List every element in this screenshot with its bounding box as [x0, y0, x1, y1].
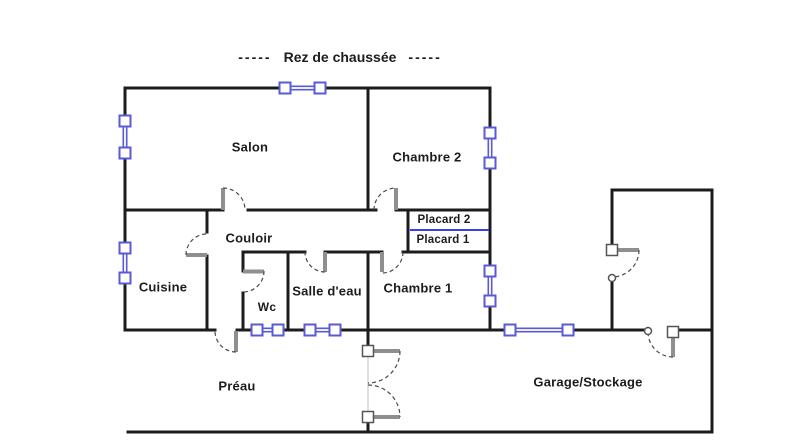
double-door-preau-garage [361, 344, 401, 424]
room-label-garage: Garage/Stockage [533, 374, 643, 390]
window-wc-bottom [250, 323, 285, 337]
door-chambre2 [373, 187, 398, 211]
room-label-salon: Salon [231, 139, 269, 155]
window-garage-top [503, 323, 575, 337]
door-salon [221, 187, 246, 211]
window-salon-top [278, 81, 327, 95]
window-salle-deau-bottom [303, 323, 342, 337]
title-text: Rez de chaussée [283, 49, 397, 65]
floorplan-title: ----- Rez de chaussée ----- [238, 49, 441, 65]
door-preau [214, 330, 238, 353]
room-label-placard1: Placard 1 [416, 234, 470, 246]
title-dash-right: ----- [408, 49, 442, 65]
room-label-wc: Wc [257, 300, 277, 314]
room-label-chambre1: Chambre 1 [383, 280, 453, 296]
door-garage [643, 325, 680, 358]
window-salon-left [118, 114, 132, 160]
window-chambre1-right [483, 264, 497, 308]
room-label-cuisine: Cuisine [138, 279, 188, 295]
door-chambre1 [380, 251, 404, 274]
room-label-chambre2: Chambre 2 [392, 149, 462, 165]
room-label-preau: Préau [218, 378, 256, 394]
door-cuisine [185, 233, 208, 257]
door-wc [242, 269, 265, 293]
room-label-couloir: Couloir [225, 230, 273, 246]
room-label-placard2: Placard 2 [417, 214, 471, 226]
window-chambre2-right [483, 126, 497, 170]
room-label-salle-deau: Salle d'eau [292, 283, 362, 299]
window-cuisine-left [118, 241, 132, 285]
door-salle-deau [304, 251, 327, 273]
title-dash-left: ----- [238, 49, 272, 65]
door-stockage [605, 243, 640, 283]
